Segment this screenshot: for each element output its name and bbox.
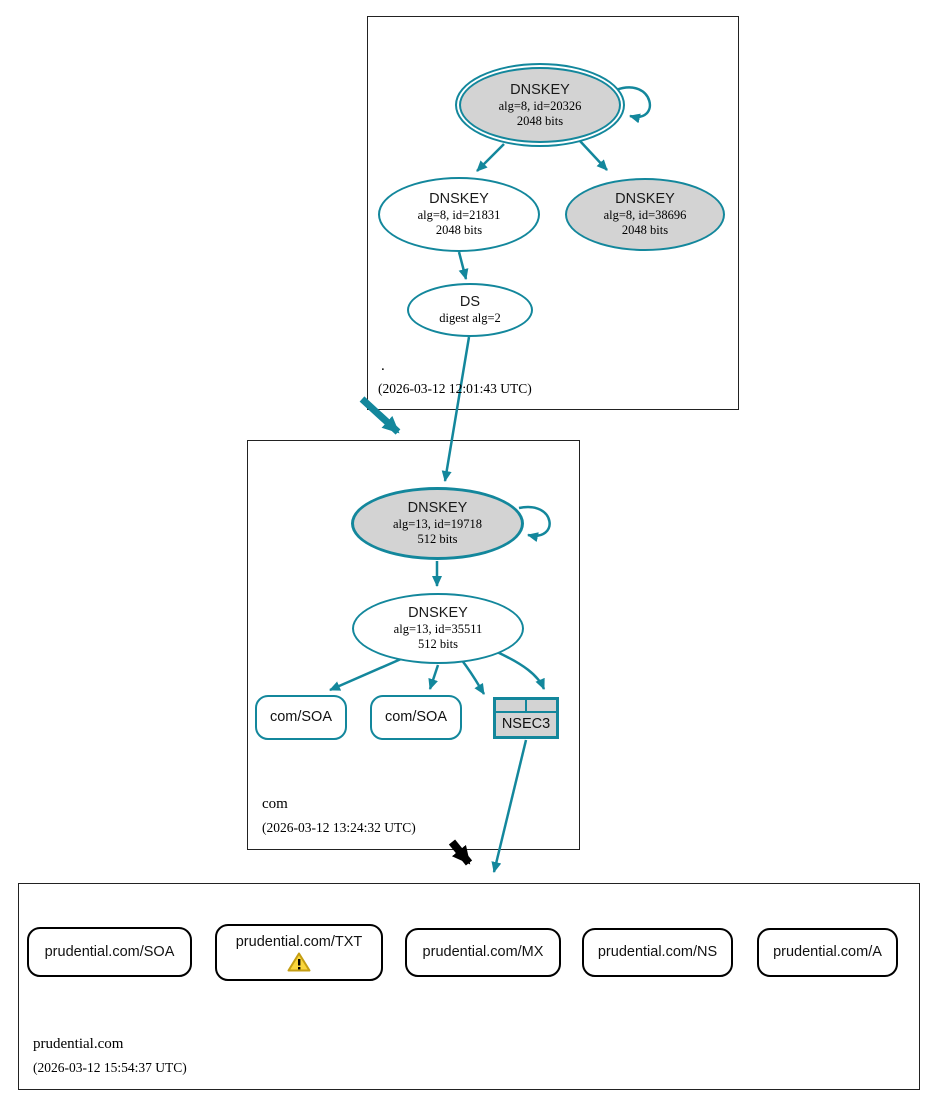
- node-title: DNSKEY: [615, 191, 675, 207]
- node-com-zsk-dnskey[interactable]: DNSKEY alg=13, id=35511 512 bits: [352, 593, 524, 664]
- zone-label-root: .: [381, 358, 385, 374]
- zone-label-prudential: prudential.com: [33, 1036, 124, 1052]
- node-detail: alg=8, id=21831: [417, 208, 501, 222]
- node-detail: 512 bits: [418, 637, 458, 651]
- edge-com-zsk-to-soa2: [428, 664, 440, 690]
- edge-ds-to-com-ksk: [441, 336, 471, 482]
- edge-root-zsk-to-ds: [457, 251, 469, 280]
- edge-delegation-root-to-com: [359, 396, 401, 435]
- rrset-label: prudential.com/NS: [597, 944, 718, 960]
- zone-box-root: [367, 16, 739, 410]
- node-title: DNSKEY: [408, 605, 468, 621]
- node-root-zsk-dnskey[interactable]: DNSKEY alg=8, id=21831 2048 bits: [378, 177, 540, 252]
- node-com-nsec3[interactable]: NSEC3: [493, 697, 559, 739]
- node-title: DS: [459, 294, 481, 310]
- node-root-dnskey-38696[interactable]: DNSKEY alg=8, id=38696 2048 bits: [565, 178, 725, 251]
- node-prudential-a[interactable]: prudential.com/A: [757, 928, 898, 977]
- zone-timestamp-root: (2026-03-12 12:01:43 UTC): [378, 381, 532, 396]
- node-root-ksk-dnskey[interactable]: DNSKEY alg=8, id=20326 2048 bits: [455, 63, 625, 147]
- edge-com-zsk-to-nsec3-b: [496, 650, 546, 690]
- rrset-label: prudential.com/TXT: [235, 933, 363, 950]
- node-detail: alg=13, id=19718: [392, 517, 483, 531]
- zone-box-prudential: [18, 883, 920, 1090]
- node-root-ds[interactable]: DS digest alg=2: [407, 283, 533, 337]
- node-detail: 512 bits: [417, 532, 458, 546]
- nsec3-header-cell: [496, 700, 527, 711]
- rrset-label: com/SOA: [269, 709, 333, 725]
- node-title: DNSKEY: [510, 81, 570, 98]
- zone-timestamp-prudential: (2026-03-12 15:54:37 UTC): [33, 1060, 187, 1075]
- warning-icon: [287, 952, 311, 971]
- node-prudential-mx[interactable]: prudential.com/MX: [405, 928, 561, 977]
- edge-com-zsk-to-soa1: [329, 657, 402, 692]
- edge-delegation-com-to-prudential: [448, 839, 473, 866]
- zone-label-com: com: [262, 796, 288, 812]
- zone-box-com: [247, 440, 580, 850]
- node-prudential-ns[interactable]: prudential.com/NS: [582, 928, 733, 977]
- nsec3-header: [496, 700, 556, 713]
- node-prudential-txt[interactable]: prudential.com/TXT: [215, 924, 383, 981]
- edge-com-zsk-to-nsec3-a: [460, 658, 486, 695]
- rrset-label: com/SOA: [384, 709, 448, 725]
- node-title: DNSKEY: [407, 500, 468, 516]
- node-com-soa-1[interactable]: com/SOA: [255, 695, 347, 740]
- edge-nsec3-to-prudential: [491, 739, 528, 873]
- node-com-soa-2[interactable]: com/SOA: [370, 695, 462, 740]
- node-detail: 2048 bits: [435, 223, 483, 237]
- edge-root-ksk-to-key2: [579, 140, 608, 171]
- node-detail: digest alg=2: [439, 311, 501, 325]
- node-detail: 2048 bits: [516, 113, 564, 128]
- edge-com-ksk-selfloop: [518, 505, 551, 543]
- node-title: DNSKEY: [429, 191, 489, 207]
- node-com-ksk-dnskey[interactable]: DNSKEY alg=13, id=19718 512 bits: [351, 487, 524, 560]
- node-prudential-soa[interactable]: prudential.com/SOA: [27, 927, 192, 977]
- rrset-label: prudential.com/A: [773, 944, 882, 960]
- nsec3-body: NSEC3: [496, 713, 556, 736]
- zone-timestamp-com: (2026-03-12 13:24:32 UTC): [262, 820, 416, 835]
- node-root-ksk-inner: DNSKEY alg=8, id=20326 2048 bits: [459, 67, 621, 143]
- edge-root-ksk-selfloop: [615, 86, 652, 124]
- nsec3-header-cell: [527, 700, 556, 711]
- node-detail: 2048 bits: [621, 223, 669, 237]
- node-detail: alg=8, id=38696: [603, 208, 687, 222]
- rrset-label: prudential.com/MX: [422, 944, 544, 960]
- edge-root-ksk-to-zsk: [476, 143, 505, 172]
- node-detail: alg=8, id=20326: [498, 98, 582, 113]
- node-detail: alg=13, id=35511: [393, 622, 483, 636]
- rrset-label: prudential.com/SOA: [44, 943, 175, 960]
- rrset-label: NSEC3: [501, 716, 551, 732]
